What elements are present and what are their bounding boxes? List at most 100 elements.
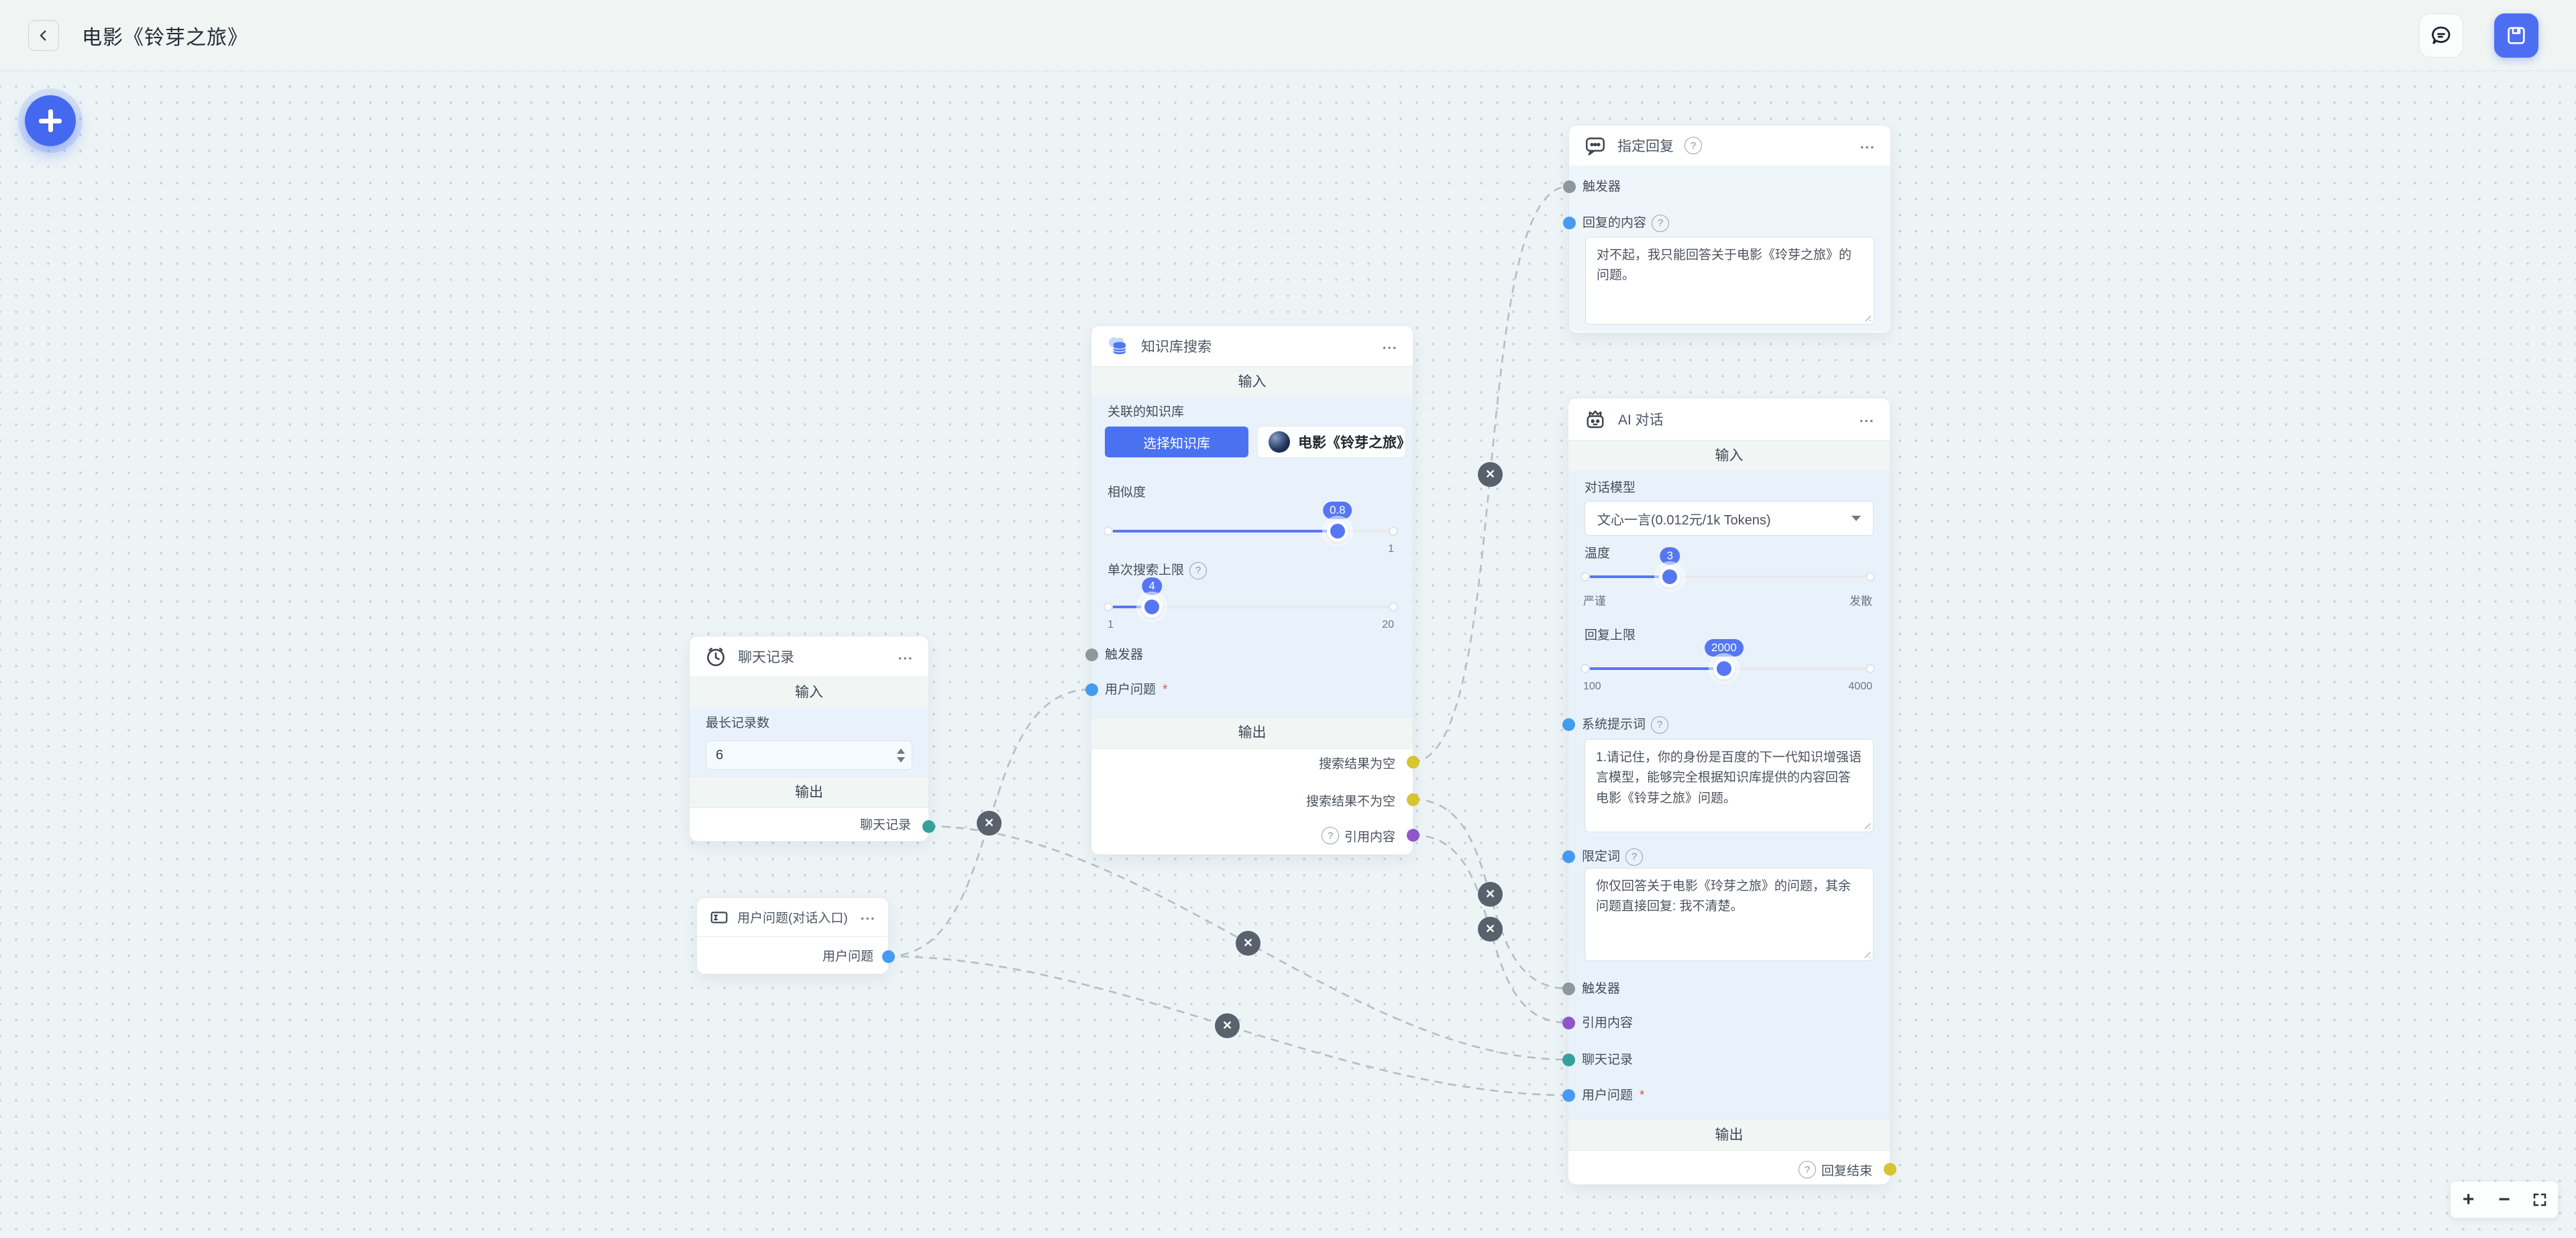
save-icon <box>2508 26 2525 44</box>
more-icon[interactable] <box>898 655 914 659</box>
search-limit-slider[interactable]: 4 <box>1104 577 1398 618</box>
kb-chip[interactable]: 电影《铃芽之旅》 <box>1257 426 1411 458</box>
similarity-max-label: 1 <box>1388 543 1394 555</box>
node-title: 指定回复 <box>1617 139 1674 154</box>
delete-edge-icon[interactable] <box>1236 931 1260 956</box>
temperature-slider[interactable]: 3 <box>1580 547 1875 587</box>
more-icon[interactable] <box>1383 345 1398 348</box>
search-limit-max-label: 20 <box>1382 619 1394 630</box>
step-down-icon[interactable] <box>897 756 905 763</box>
node-header: 用户问题(对话入口) <box>697 898 888 937</box>
port-out-reference[interactable] <box>1406 829 1419 842</box>
node-header: AI 对话 <box>1568 398 1890 440</box>
chevron-left-icon <box>40 30 46 41</box>
system-prompt-textarea[interactable]: 1.请记住，你的身份是百度的下一代知识增强语言模型，能够完全根据知识库提供的内容… <box>1585 739 1874 832</box>
max-records-input[interactable] <box>706 740 921 770</box>
port-in-reference[interactable] <box>1562 1017 1575 1029</box>
more-icon[interactable] <box>861 915 876 919</box>
port-in-trigger[interactable] <box>1562 982 1575 995</box>
edge-user-question-to-ai-chat[interactable] <box>886 955 1568 1096</box>
port-in-qualifier[interactable] <box>1562 850 1575 863</box>
temperature-label: 温度 <box>1585 547 1611 561</box>
node-kb-search[interactable]: 知识库搜索 输入 关联的知识库 选择知识库 电影《铃芽之旅》 相似度 0.8 1… <box>1085 325 1419 855</box>
delete-edge-icon[interactable] <box>1478 917 1503 942</box>
help-icon[interactable] <box>1798 1161 1816 1178</box>
reply-content-textarea[interactable]: 对不起，我只能回答关于电影《玲芽之旅》的问题。 <box>1585 237 1874 325</box>
chevron-down-icon <box>1851 516 1861 521</box>
node-title: AI 对话 <box>1618 412 1664 428</box>
input-section-header: 输入 <box>1568 440 1890 472</box>
node-header: 指定回复 <box>1569 125 1890 166</box>
qualifier-value[interactable]: 你仅回答关于电影《玲芽之旅》的问题，其余问题直接回复: 我不清楚。 <box>1585 868 1874 961</box>
qualifier-textarea[interactable]: 你仅回答关于电影《玲芽之旅》的问题，其余问题直接回复: 我不清楚。 <box>1585 868 1874 961</box>
model-select[interactable]: 文心一言(0.012元/1k Tokens) <box>1585 501 1874 536</box>
help-icon[interactable] <box>1189 562 1208 579</box>
temperature-min-label: 严谨 <box>1583 595 1606 608</box>
reply-content-value[interactable]: 对不起，我只能回答关于电影《玲芽之旅》的问题。 <box>1585 237 1874 325</box>
help-icon[interactable] <box>1321 827 1339 844</box>
select-kb-button[interactable]: 选择知识库 <box>1105 427 1248 457</box>
help-icon[interactable] <box>1684 137 1702 154</box>
output-row-empty: 搜索结果为空 <box>1318 756 1395 771</box>
output-row-not-empty: 搜索结果不为空 <box>1305 794 1395 809</box>
search-limit-slider-handle[interactable] <box>1141 596 1163 618</box>
zoom-toolbar: + − <box>2451 1182 2558 1218</box>
node-chat-history[interactable]: 聊天记录 输入 最长记录数 输出 聊天记录 <box>689 636 935 842</box>
search-limit-min-label: 1 <box>1108 619 1114 630</box>
port-out-result-not-empty[interactable] <box>1406 793 1419 806</box>
output-row-chat-history: 聊天记录 <box>859 818 911 832</box>
system-prompt-label: 系统提示词 <box>1582 716 1669 734</box>
reply-limit-slider[interactable]: 2000 <box>1580 639 1875 679</box>
delete-edge-icon[interactable] <box>1478 882 1503 907</box>
preview-chat-button[interactable] <box>2419 13 2463 58</box>
output-row-user-question: 用户问题 <box>822 950 873 964</box>
port-in-user-question[interactable] <box>1562 1089 1575 1102</box>
port-out-reply-end[interactable] <box>1883 1163 1896 1176</box>
output-section-header: 输出 <box>1568 1119 1890 1151</box>
delete-edge-icon[interactable] <box>977 811 1002 836</box>
search-limit-value-badge: 4 <box>1142 577 1162 595</box>
port-in-user-question[interactable] <box>1085 683 1098 696</box>
reply-limit-slider-handle[interactable] <box>1713 658 1735 679</box>
port-in-trigger[interactable] <box>1562 180 1576 193</box>
port-out-result-empty[interactable] <box>1406 756 1419 769</box>
zoom-in-button[interactable]: + <box>2454 1182 2483 1218</box>
node-user-question[interactable]: 用户问题(对话入口) 用户问题 <box>696 897 895 974</box>
back-button[interactable] <box>28 19 59 51</box>
system-prompt-value[interactable]: 1.请记住，你的身份是百度的下一代知识增强语言模型，能够完全根据知识库提供的内容… <box>1585 739 1874 832</box>
fit-screen-icon <box>2534 1193 2546 1206</box>
delete-edge-icon[interactable] <box>1478 462 1503 487</box>
temperature-max-label: 发散 <box>1849 595 1872 608</box>
zoom-out-button[interactable]: − <box>2489 1182 2519 1218</box>
node-header: 知识库搜索 <box>1091 326 1413 366</box>
step-up-icon[interactable] <box>897 748 905 754</box>
port-in-system-prompt[interactable] <box>1562 718 1575 731</box>
node-title: 知识库搜索 <box>1141 339 1212 355</box>
more-icon[interactable] <box>1860 144 1876 148</box>
similarity-slider[interactable]: 0.8 <box>1104 502 1398 542</box>
max-records-value[interactable] <box>706 741 921 769</box>
port-in-reply-content[interactable] <box>1562 217 1576 229</box>
edge-user-question-to-kb-search[interactable] <box>886 688 1091 958</box>
node-ai-chat[interactable]: AI 对话 输入 对话模型 文心一言(0.012元/1k Tokens) 温度 … <box>1562 398 1896 1185</box>
fit-screen-button[interactable] <box>2525 1182 2555 1218</box>
node-title: 用户问题(对话入口) <box>737 911 848 925</box>
similarity-slider-handle[interactable] <box>1326 520 1348 542</box>
help-icon[interactable] <box>1652 215 1670 232</box>
chat-bubble-icon <box>2432 26 2451 44</box>
port-in-chat-history[interactable] <box>1562 1054 1575 1066</box>
more-icon[interactable] <box>1860 418 1875 421</box>
kb-chip-label: 电影《铃芽之旅》 <box>1298 435 1411 451</box>
help-icon[interactable] <box>1625 848 1644 866</box>
port-out-chat-history[interactable] <box>922 820 935 833</box>
port-out-user-question[interactable] <box>881 950 895 963</box>
help-icon[interactable] <box>1651 716 1669 734</box>
node-fixed-reply[interactable]: 指定回复 触发器 回复的内容 对不起，我只能回答关于电影《玲芽之旅》的问题。 <box>1562 125 1891 333</box>
temperature-slider-handle[interactable] <box>1659 566 1681 587</box>
add-node-button[interactable] <box>25 95 76 146</box>
save-button[interactable] <box>2494 13 2538 58</box>
node-title: 聊天记录 <box>738 650 794 665</box>
port-in-trigger[interactable] <box>1085 649 1098 661</box>
delete-edge-icon[interactable] <box>1215 1013 1240 1038</box>
